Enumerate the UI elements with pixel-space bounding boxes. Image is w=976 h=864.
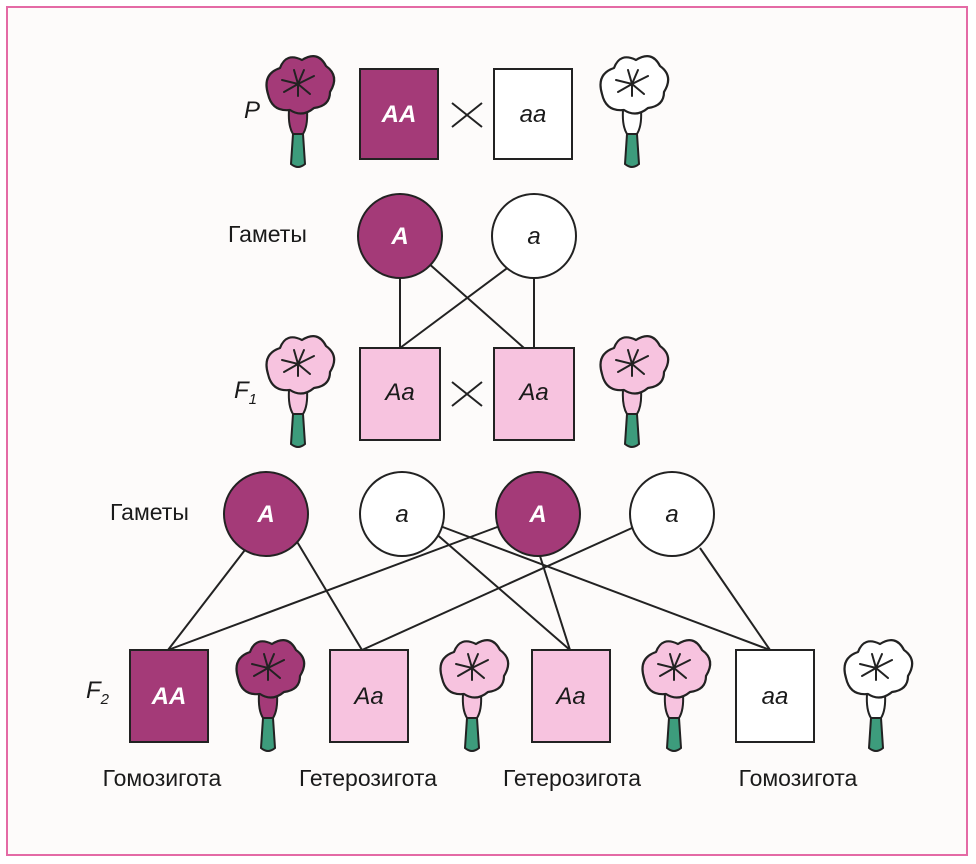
- f1-label: F1: [234, 377, 257, 408]
- p-label: P: [244, 97, 260, 124]
- flower-icon-f2-4: [843, 639, 914, 753]
- parent-left-genotype: AA: [381, 101, 417, 128]
- gamete2-a2-allele: A: [528, 501, 546, 528]
- f1-left-box: [359, 347, 441, 441]
- f2-genotype-3: Aa: [554, 683, 585, 710]
- line-g2b2-f2b: [361, 527, 633, 651]
- line-g1a-f1right: [426, 261, 525, 349]
- line-g2a2-f2a: [167, 525, 501, 651]
- parent-right-genotype: aa: [520, 101, 547, 128]
- f1-right-genotype: Aa: [517, 379, 548, 406]
- gamete2-a1-dominant: [223, 471, 309, 557]
- flower-icon-f2-2: [439, 639, 510, 753]
- flower-icon-f2-1: [235, 639, 306, 753]
- parent-right-box: [493, 68, 573, 160]
- gamete1-dominant-allele: A: [390, 223, 408, 250]
- f2-label: F2: [86, 677, 110, 708]
- f2-box-3: [531, 649, 611, 743]
- gamete2-a1-allele: A: [256, 501, 274, 528]
- line-g2a2-f2c: [539, 555, 571, 651]
- f2-genotype-1: AA: [151, 683, 187, 710]
- cross-icon-f1: [451, 381, 483, 407]
- f2-box-4: [735, 649, 815, 743]
- line-g2b1-f2d: [439, 525, 771, 651]
- gamete2-b1-recessive: [359, 471, 445, 557]
- line-g2a1-f2b: [295, 539, 363, 651]
- f1-right-box: [493, 347, 575, 441]
- cross-icon-parents: [451, 102, 483, 128]
- f1-left-genotype: Aa: [383, 379, 414, 406]
- f2-genotype-4: aa: [762, 683, 789, 710]
- line-g2a1-f2a: [167, 545, 249, 651]
- f2-caption-2: Гетерозигота: [299, 765, 437, 791]
- f2-caption-3: Гетерозигота: [503, 765, 641, 791]
- gamete1-recessive-allele: a: [527, 223, 540, 250]
- f2-caption-4: Гомозигота: [739, 765, 858, 791]
- gametes1-label: Гаметы: [228, 221, 307, 247]
- f2-box-1: [129, 649, 209, 743]
- gamete2-b2-recessive: [629, 471, 715, 557]
- flower-icon-parent-dominant: [265, 55, 336, 169]
- line-g2b1-f2c: [433, 531, 571, 651]
- flower-icon-f1-left: [265, 335, 336, 449]
- f2-caption-1: Гомозигота: [103, 765, 222, 791]
- gamete2-b1-allele: a: [395, 501, 408, 528]
- f2-genotype-2: Aa: [352, 683, 383, 710]
- flower-icon-f2-3: [641, 639, 712, 753]
- parent-left-box: [359, 68, 439, 160]
- flower-icon-parent-recessive: [599, 55, 670, 169]
- line-g2b2-f2d: [699, 547, 771, 651]
- flower-icon-f1-right: [599, 335, 670, 449]
- gamete2-b2-allele: a: [665, 501, 678, 528]
- gamete2-a2-dominant: [495, 471, 581, 557]
- f2-box-2: [329, 649, 409, 743]
- gamete1-dominant: [357, 193, 443, 279]
- gamete1-recessive: [491, 193, 577, 279]
- line-g1b-f1left: [399, 265, 511, 349]
- gametes2-label: Гаметы: [110, 499, 189, 525]
